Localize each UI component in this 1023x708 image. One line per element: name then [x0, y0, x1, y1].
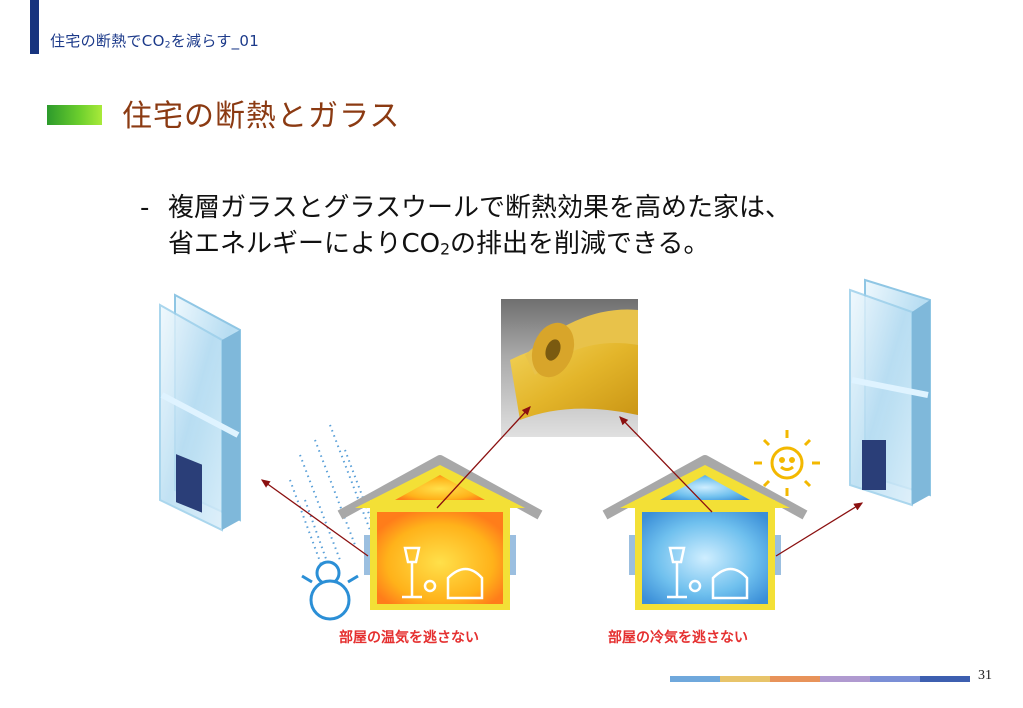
- caption-warm-house: 部屋の温気を逃さない: [339, 630, 479, 646]
- footer-bar-segment: [720, 676, 770, 682]
- warm-house: [337, 455, 543, 610]
- page-number: 31: [978, 668, 992, 683]
- snowman-icon: [301, 560, 359, 621]
- glass-wool-photo: [501, 299, 638, 437]
- bullet-line-2-text: 省エネルギーによりCO: [168, 229, 441, 259]
- footer-bar-segment: [870, 676, 920, 682]
- double-glazing-right: [849, 278, 931, 507]
- arrows: [260, 406, 864, 557]
- footer-bar-segment: [770, 676, 820, 682]
- footer-bar-segment: [670, 676, 720, 682]
- title-marker: [47, 105, 102, 125]
- cool-house: [602, 455, 808, 610]
- sun-icon: [754, 430, 820, 496]
- breadcrumb-text-end: を減らす_01: [170, 32, 260, 50]
- bullet-point: - 複層ガラスとグラスウールで断熱効果を高めた家は、 省エネルギーによりCO2の…: [140, 190, 940, 267]
- breadcrumb-text: 住宅の断熱でCO: [50, 32, 165, 50]
- bullet-line-2: 省エネルギーによりCO2の排出を削減できる。: [168, 226, 940, 267]
- header-accent-bar: [30, 0, 39, 54]
- double-glazing-left: [159, 293, 241, 532]
- bullet-line-2-text-end: の排出を削減できる。: [450, 229, 710, 259]
- snow-dots: [289, 424, 376, 576]
- page-title: 住宅の断熱とガラス: [122, 99, 401, 134]
- footer-bar-segment: [920, 676, 970, 682]
- bullet-line-1: 複層ガラスとグラスウールで断熱効果を高めた家は、: [168, 193, 791, 223]
- breadcrumb: 住宅の断熱でCO2を減らす_01: [50, 30, 259, 51]
- breadcrumb-subscript: 2: [164, 40, 171, 51]
- bullet-dash: -: [140, 193, 150, 223]
- bullet-subscript: 2: [440, 240, 451, 259]
- footer-bar-segment: [820, 676, 870, 682]
- caption-cool-house: 部屋の冷気を逃さない: [608, 630, 748, 646]
